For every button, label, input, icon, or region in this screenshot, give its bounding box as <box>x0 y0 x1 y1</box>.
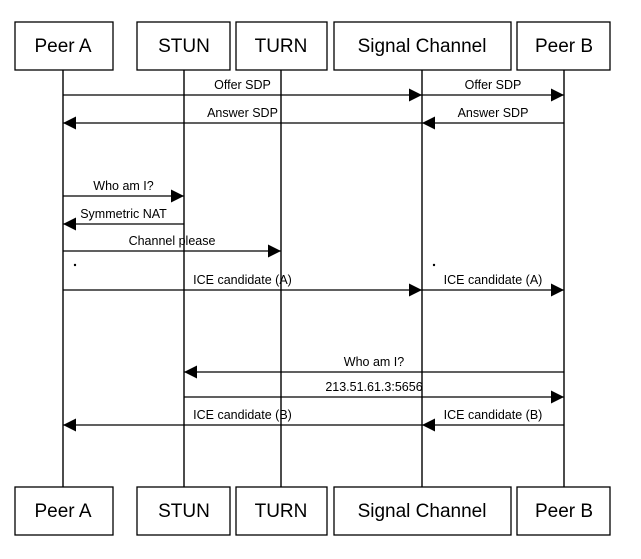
arrow-head-m7 <box>268 244 281 258</box>
stray-dot-dot-1 <box>73 263 77 267</box>
message-label-m13: ICE candidate (B) <box>444 408 543 422</box>
artifacts-layer <box>73 263 436 267</box>
participant-box-peer-b-top[interactable]: Peer B <box>516 21 611 71</box>
arrow-head-m9 <box>551 283 564 297</box>
message-label-m9: ICE candidate (A) <box>444 273 543 287</box>
message-m6[interactable]: Symmetric NAT <box>63 207 184 231</box>
message-label-m10: Who am I? <box>344 355 404 369</box>
participant-label-peer-a-top: Peer A <box>34 36 91 57</box>
participant-label-stun-bottom: STUN <box>158 501 210 522</box>
participant-label-turn-bottom: TURN <box>255 501 308 522</box>
message-m13[interactable]: ICE candidate (B) <box>422 408 564 432</box>
message-label-m2: Offer SDP <box>465 78 522 92</box>
participant-box-turn-bottom[interactable]: TURN <box>235 486 328 536</box>
message-m4[interactable]: Answer SDP <box>422 106 564 130</box>
arrow-head-m8 <box>409 283 422 297</box>
lifelines-layer <box>62 70 565 487</box>
message-label-m3: Answer SDP <box>207 106 278 120</box>
participant-box-signal-channel-bottom[interactable]: Signal Channel <box>333 486 512 536</box>
participant-label-signal-channel-bottom: Signal Channel <box>358 501 487 522</box>
message-m2[interactable]: Offer SDP <box>422 78 564 102</box>
message-label-m6: Symmetric NAT <box>80 207 167 221</box>
message-label-m7: Channel please <box>129 234 216 248</box>
message-m8[interactable]: ICE candidate (A) <box>63 273 422 297</box>
arrow-head-m1 <box>409 88 422 102</box>
participant-label-peer-a-bottom: Peer A <box>34 501 91 522</box>
participant-box-peer-a-bottom[interactable]: Peer A <box>14 486 114 536</box>
participant-box-peer-b-bottom[interactable]: Peer B <box>516 486 611 536</box>
arrow-head-m2 <box>551 88 564 102</box>
arrow-head-m5 <box>171 189 184 203</box>
participant-box-turn-top[interactable]: TURN <box>235 21 328 71</box>
message-m9[interactable]: ICE candidate (A) <box>422 273 564 297</box>
messages-layer: Offer SDP Offer SDP Answer SDP Answer SDP Wh… <box>63 78 564 432</box>
message-label-m8: ICE candidate (A) <box>193 273 292 287</box>
message-label-m12: ICE candidate (B) <box>193 408 292 422</box>
participant-box-stun-bottom[interactable]: STUN <box>136 486 231 536</box>
message-label-m1: Offer SDP <box>214 78 271 92</box>
message-label-m5: Who am I? <box>93 179 153 193</box>
arrow-head-m13 <box>422 418 435 432</box>
participant-label-turn-top: TURN <box>255 36 308 57</box>
arrow-head-m6 <box>63 217 76 231</box>
message-m1[interactable]: Offer SDP <box>63 78 422 102</box>
participant-label-peer-b-bottom: Peer B <box>535 501 593 522</box>
message-m10[interactable]: Who am I? <box>184 355 564 379</box>
participant-label-signal-channel-top: Signal Channel <box>358 36 487 57</box>
arrow-head-m10 <box>184 365 197 379</box>
header-boxes-layer: Peer A STUN TURN Signal Channel Peer B <box>14 21 611 71</box>
arrow-head-m3 <box>63 116 76 130</box>
message-m3[interactable]: Answer SDP <box>63 106 422 130</box>
participant-label-peer-b-top: Peer B <box>535 36 593 57</box>
message-m11[interactable]: 213.51.61.3:5656 <box>184 380 564 404</box>
message-m7[interactable]: Channel please <box>63 234 281 258</box>
message-label-m11: 213.51.61.3:5656 <box>325 380 422 394</box>
participant-label-stun-top: STUN <box>158 36 210 57</box>
message-m12[interactable]: ICE candidate (B) <box>63 408 422 432</box>
participant-box-peer-a-top[interactable]: Peer A <box>14 21 114 71</box>
message-label-m4: Answer SDP <box>458 106 529 120</box>
stray-dot-dot-2 <box>432 263 436 267</box>
participant-box-stun-top[interactable]: STUN <box>136 21 231 71</box>
arrow-head-m4 <box>422 116 435 130</box>
message-m5[interactable]: Who am I? <box>63 179 184 203</box>
footer-boxes-layer: Peer A STUN TURN Signal Channel Peer B <box>14 486 611 536</box>
arrow-head-m12 <box>63 418 76 432</box>
arrow-head-m11 <box>551 390 564 404</box>
participant-box-signal-channel-top[interactable]: Signal Channel <box>333 21 512 71</box>
